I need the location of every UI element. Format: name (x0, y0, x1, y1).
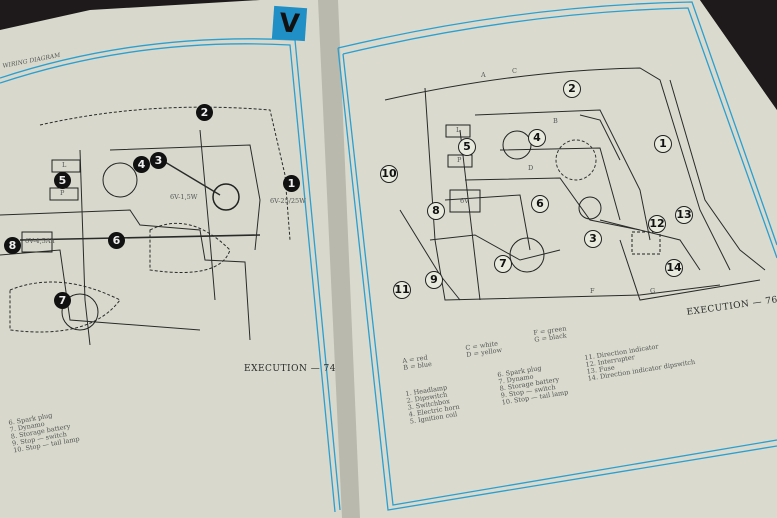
coil-l-box-right (445, 124, 471, 138)
callout-7: 7 (494, 255, 512, 273)
gutter-shadow (318, 0, 360, 518)
switchbox-symbol-right (578, 196, 602, 220)
battery-box-right (449, 189, 481, 213)
diagram-label: P (457, 156, 462, 164)
diagram-label: 6V (460, 197, 469, 205)
switchbox-symbol (212, 183, 240, 211)
callout-5: 5 (458, 138, 476, 156)
wire-label: C (512, 67, 517, 75)
callout-6: 6 (531, 195, 549, 213)
callout-5: 5 (54, 172, 71, 189)
callout-9: 9 (425, 271, 443, 289)
left-page (0, 0, 350, 518)
callout-7: 7 (54, 292, 71, 309)
wire-label: B (553, 117, 558, 125)
coil-p-box-right (447, 154, 473, 168)
callout-8: 8 (4, 237, 21, 254)
wire-label: A (481, 71, 486, 79)
diagram-label: P (60, 189, 65, 197)
wire-label: F (590, 287, 595, 295)
diagram-label: L (62, 161, 67, 169)
callout-1: 1 (283, 175, 300, 192)
left-page-caption: EXECUTION — 74 (244, 364, 337, 374)
top-right-dark (700, 0, 777, 110)
headlamp-outline (555, 139, 597, 181)
right-page (322, 0, 777, 518)
wire-label: G (650, 287, 656, 295)
battery-box (21, 231, 53, 253)
callout-11: 11 (393, 281, 411, 299)
callout-10: 10 (380, 165, 398, 183)
diagram-label: 6V-1,5W (170, 193, 198, 201)
callout-14: 14 (665, 259, 683, 277)
wire-label: D (528, 164, 534, 172)
left-page-border (0, 38, 341, 513)
dynamo-symbol (61, 293, 99, 331)
callout-4: 4 (133, 156, 150, 173)
callout-6: 6 (108, 232, 125, 249)
callout-3: 3 (150, 152, 167, 169)
right-page-border (337, 1, 777, 511)
right-wiring-diagram (384, 67, 766, 301)
dynamo-symbol-right (509, 237, 545, 273)
callout-12: 12 (648, 215, 666, 233)
callout-3: 3 (584, 230, 602, 248)
callout-13: 13 (675, 206, 693, 224)
diagram-label: L (456, 126, 461, 134)
horn-symbol (102, 162, 138, 198)
section-tab: V (271, 5, 308, 42)
callout-2: 2 (196, 104, 213, 121)
callout-1: 1 (654, 135, 672, 153)
callout-2: 2 (563, 80, 581, 98)
callout-8: 8 (427, 202, 445, 220)
diagram-label: 6V-25/25W (270, 197, 306, 205)
diagram-label: 6V-4,5Ah (25, 237, 55, 245)
callout-4: 4 (528, 129, 546, 147)
